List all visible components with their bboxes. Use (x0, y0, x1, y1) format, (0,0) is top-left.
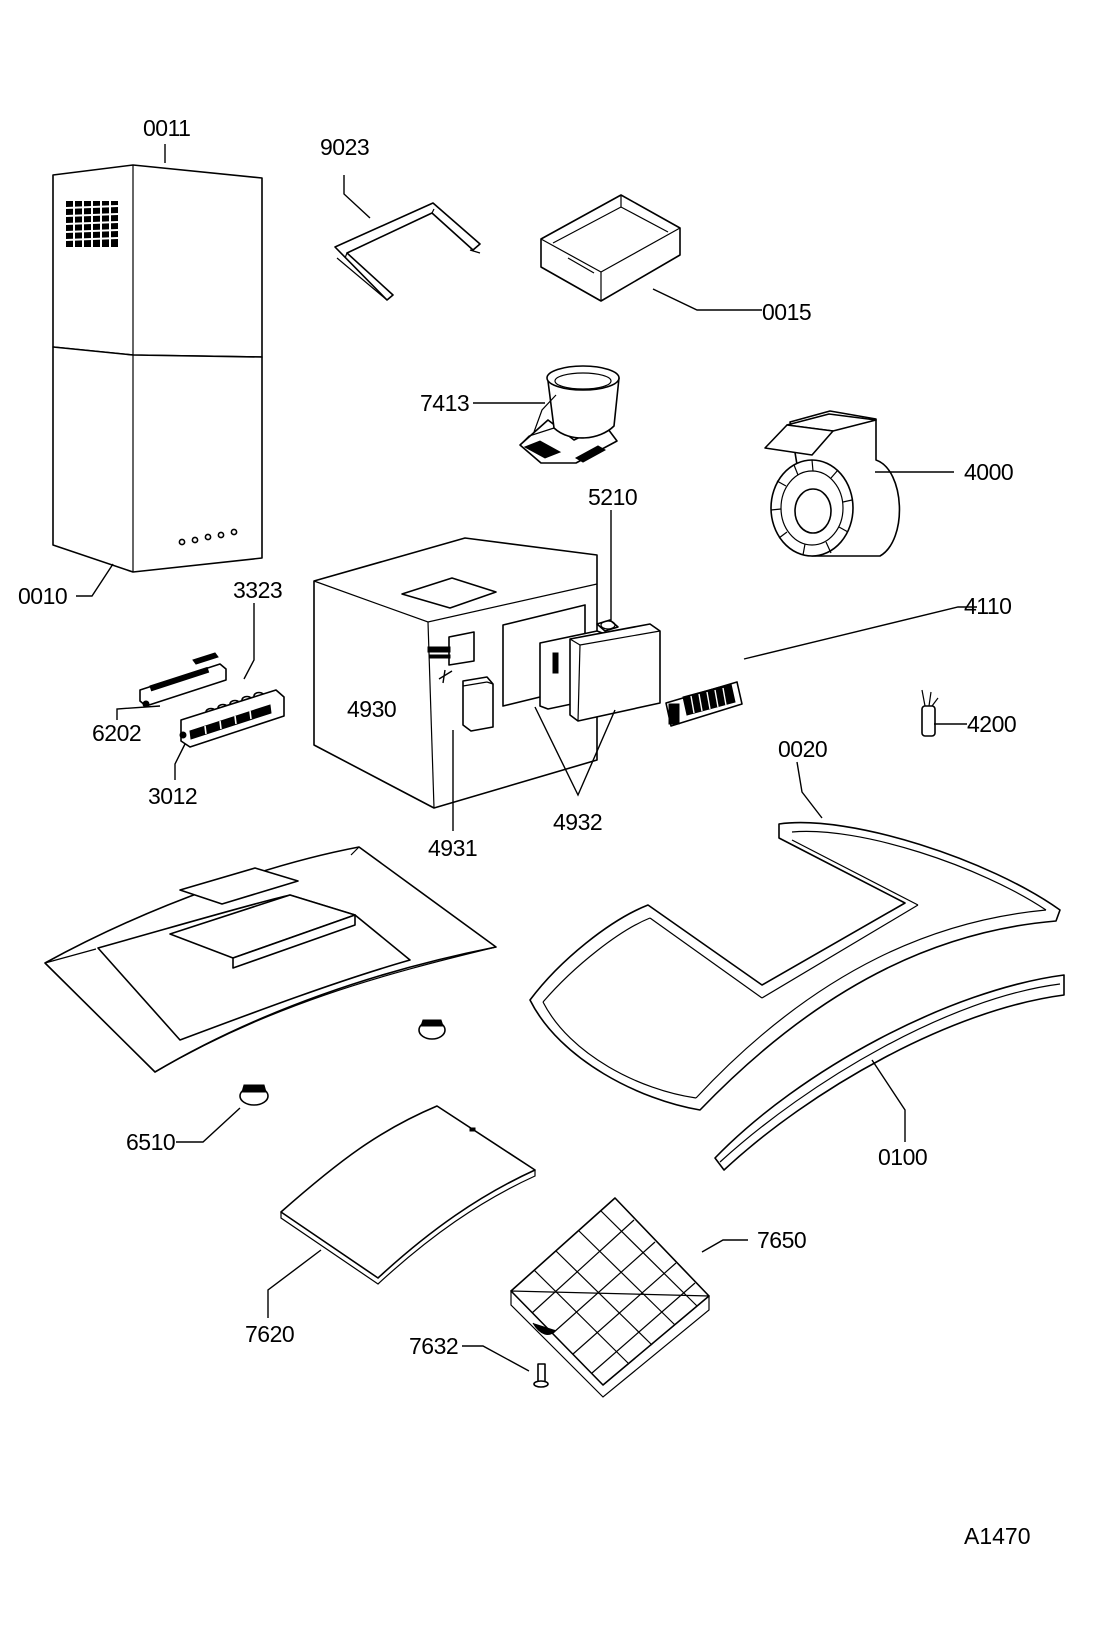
part-6510-knob (239, 1084, 269, 1106)
part-motor-housing (313, 537, 598, 809)
label-4930: 4930 (347, 696, 396, 722)
blower-vanes (770, 459, 853, 556)
part-5210-gasket (596, 619, 619, 632)
label-4200: 4200 (967, 711, 1016, 737)
part-3012-control-panel (179, 689, 285, 748)
part-0010-lower-chimney (52, 346, 263, 573)
label-0011: 0011 (143, 115, 190, 141)
label-6202: 6202 (92, 720, 141, 746)
part-7620-filter-panel (280, 1105, 536, 1285)
drawing-code: A1470 (964, 1523, 1031, 1549)
leader-lines (76, 144, 977, 1372)
part-4200-lamp (921, 689, 939, 737)
label-4000: 4000 (964, 459, 1013, 485)
label-7650: 7650 (757, 1227, 806, 1253)
part-4110-lamp-holder (665, 681, 743, 727)
part-4000-blower-motor (764, 410, 901, 557)
part-7650-carbon-filter (510, 1197, 710, 1398)
filter-grid (531, 1210, 698, 1374)
button-dots (178, 528, 238, 546)
label-3323: 3323 (233, 577, 282, 603)
part-hood-canopy (44, 846, 497, 1073)
part-4930-connector (427, 631, 475, 666)
part-labels: 0011 9023 0015 7413 4000 5210 0010 3323 … (18, 115, 1017, 1359)
label-7632: 7632 (409, 1333, 458, 1359)
label-0015: 0015 (762, 299, 811, 325)
label-0020: 0020 (778, 736, 827, 762)
label-3012: 3012 (148, 783, 197, 809)
label-4931: 4931 (428, 835, 477, 861)
part-4931-module (462, 676, 494, 732)
part-0100-trim-strip (714, 974, 1065, 1171)
label-5210: 5210 (588, 484, 637, 510)
vent-grille (65, 201, 119, 247)
part-7632-screw (533, 1363, 549, 1388)
part-0020-glass-frame (529, 821, 1061, 1111)
part-knob-on-canopy (418, 1019, 446, 1040)
part-6202-control-board (139, 652, 227, 708)
label-6510: 6510 (126, 1129, 175, 1155)
label-9023: 9023 (320, 134, 369, 160)
part-4932-electronic-board-right (569, 623, 661, 722)
label-0010: 0010 (18, 583, 67, 609)
label-4110: 4110 (964, 593, 1011, 619)
part-9023-mounting-bracket (334, 202, 481, 301)
part-7413-duct-adapter (519, 365, 620, 464)
part-0015-ducting-box (540, 194, 681, 302)
part-0011-upper-chimney (52, 164, 263, 358)
label-4932: 4932 (553, 809, 602, 835)
label-0100: 0100 (878, 1144, 927, 1170)
label-7620: 7620 (245, 1321, 294, 1347)
label-7413: 7413 (420, 390, 469, 416)
